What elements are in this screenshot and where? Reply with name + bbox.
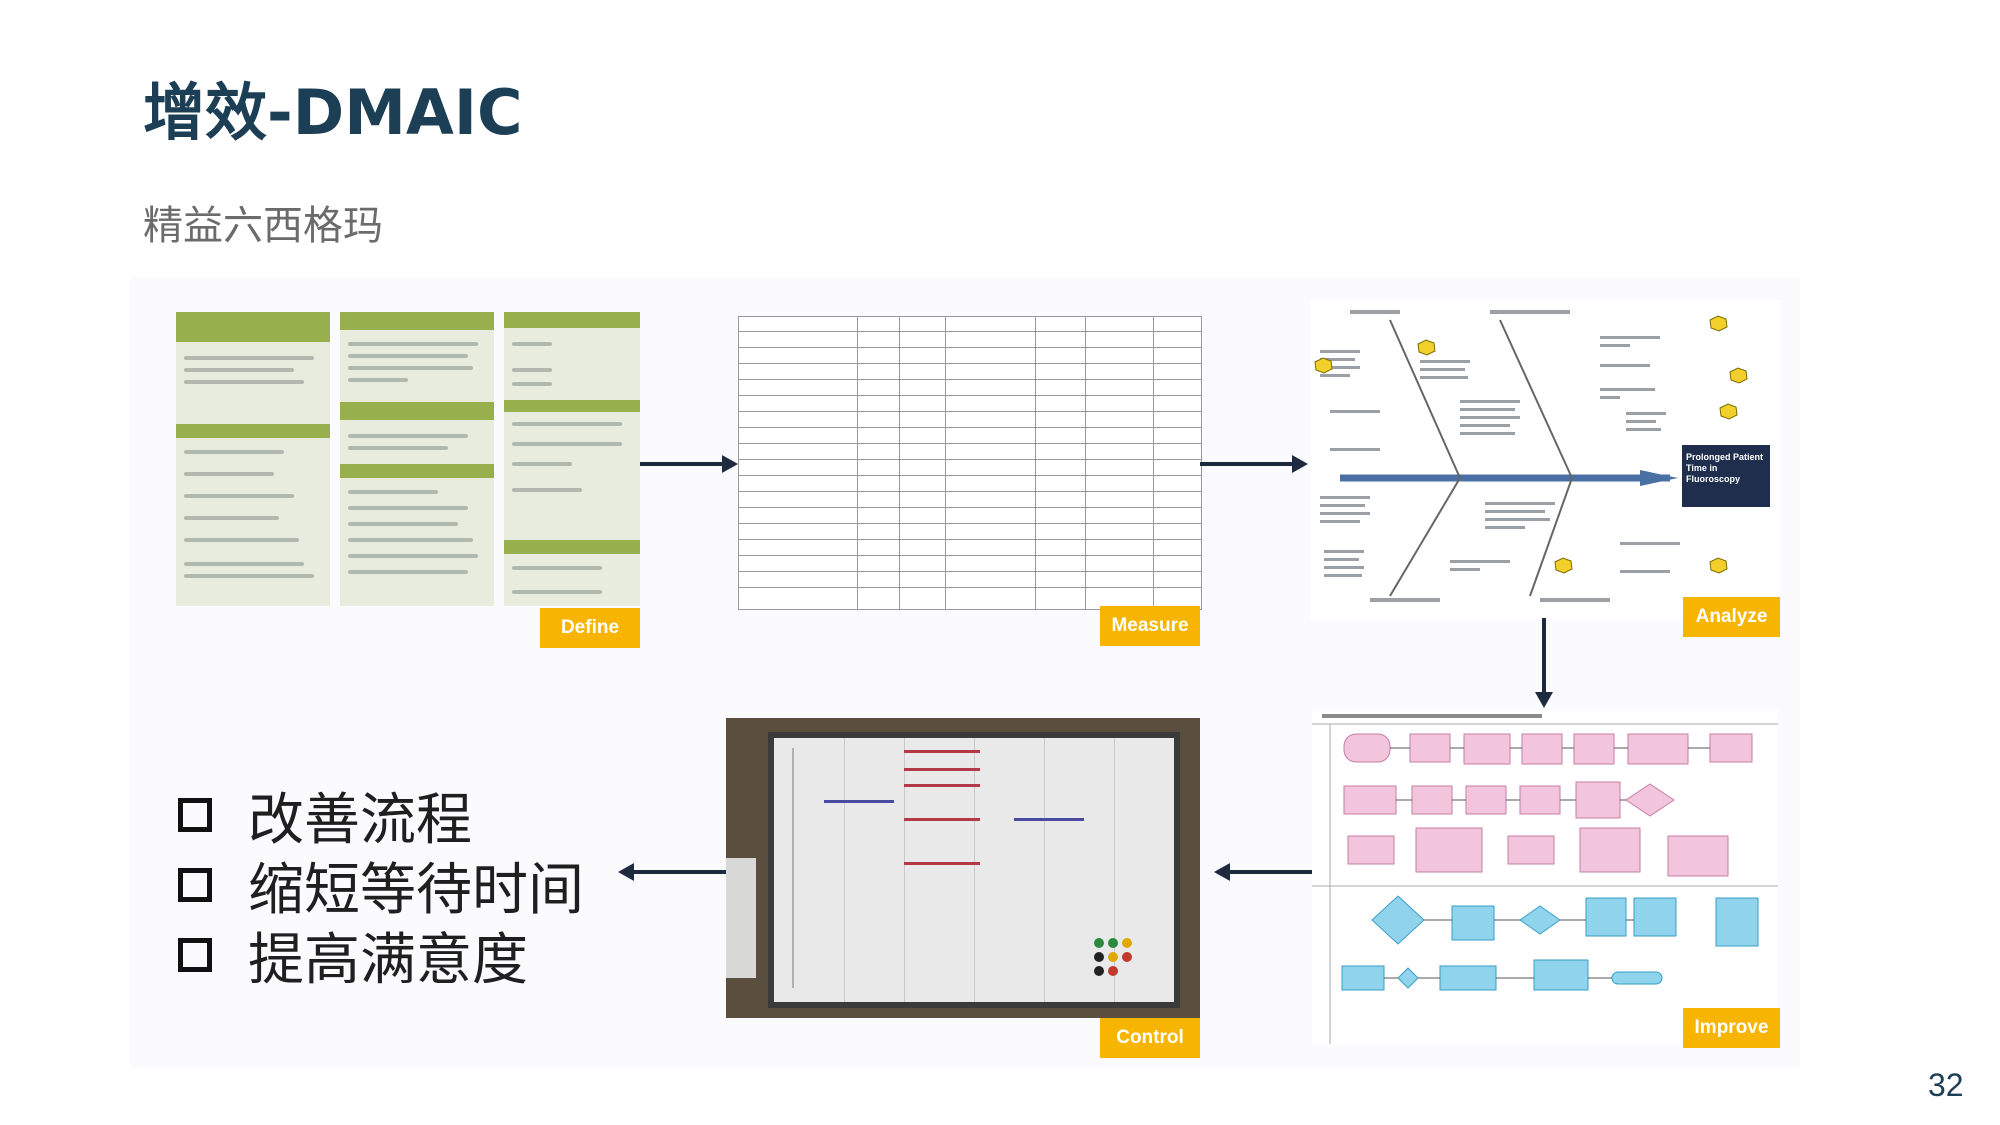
arrow-right-icon [640,455,738,473]
list-item: 提高满意度 [178,920,584,993]
control-badge: Control [1100,1018,1200,1058]
analyze-fishbone-diagram [1310,300,1780,620]
slide-title: 增效-DMAIC [143,76,523,149]
measure-badge: Measure [1100,606,1200,646]
arrow-left-icon [618,863,726,881]
list-item: 改善流程 [178,780,584,853]
define-badge: Define [540,608,640,648]
list-item-label: 提高满意度 [248,927,528,993]
improve-workflow-diagram [1312,710,1778,1044]
analyze-badge: Analyze [1683,597,1780,637]
checkbox-icon [178,938,212,972]
arrow-down-icon [1535,618,1553,708]
checkbox-icon [178,798,212,832]
arrow-left-icon [1214,863,1312,881]
list-item-label: 缩短等待时间 [248,857,584,923]
analyze-effect-label: Prolonged Patient Time in Fluoroscopy [1686,452,1764,484]
slide-subtitle: 精益六西格玛 [143,203,383,249]
improve-badge: Improve [1683,1008,1780,1048]
page-number: 32 [1928,1067,1964,1103]
arrow-right-icon [1200,455,1308,473]
list-item: 缩短等待时间 [178,850,584,923]
outcome-list: 改善流程 缩短等待时间 提高满意度 [178,780,584,993]
measure-thumbnail [738,316,1202,610]
checkbox-icon [178,868,212,902]
list-item-label: 改善流程 [248,787,472,853]
define-thumbnail [176,312,640,606]
control-whiteboard-photo [726,718,1200,1018]
